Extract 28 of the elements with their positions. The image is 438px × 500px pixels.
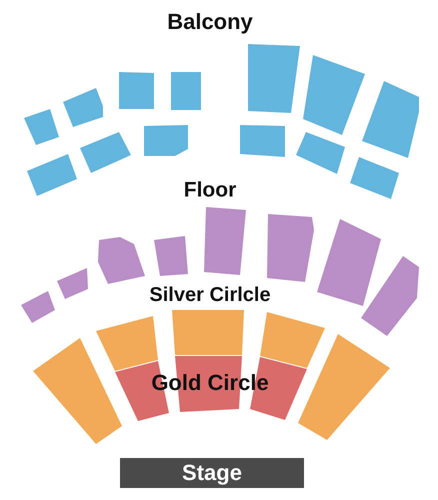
seat-section [144, 125, 188, 156]
seat-section [317, 219, 381, 306]
seat-section [154, 236, 188, 276]
seat-section [27, 154, 77, 196]
seat-section [248, 44, 300, 113]
section-label: Floor [184, 178, 236, 202]
seat-section [296, 132, 345, 174]
seat-section [204, 207, 246, 275]
seat-section [21, 291, 55, 323]
seat-section [172, 310, 244, 355]
seat-section [33, 338, 122, 444]
seat-section [24, 109, 59, 145]
seat-section [80, 132, 131, 173]
seat-section [98, 237, 145, 284]
seat-section [119, 72, 154, 109]
seat-section [267, 214, 314, 282]
seat-section [350, 157, 399, 199]
stage-block: Stage [120, 458, 304, 488]
section-label: Balcony [167, 10, 253, 34]
seat-section [240, 125, 285, 157]
seat-section [63, 88, 103, 127]
seat-section [57, 268, 88, 299]
seat-section [96, 316, 158, 371]
section-label: Silver Cirlcle [149, 284, 271, 306]
seat-section [260, 312, 325, 368]
seat-section [171, 72, 201, 110]
seat-section [298, 334, 390, 440]
seat-section [361, 256, 419, 336]
